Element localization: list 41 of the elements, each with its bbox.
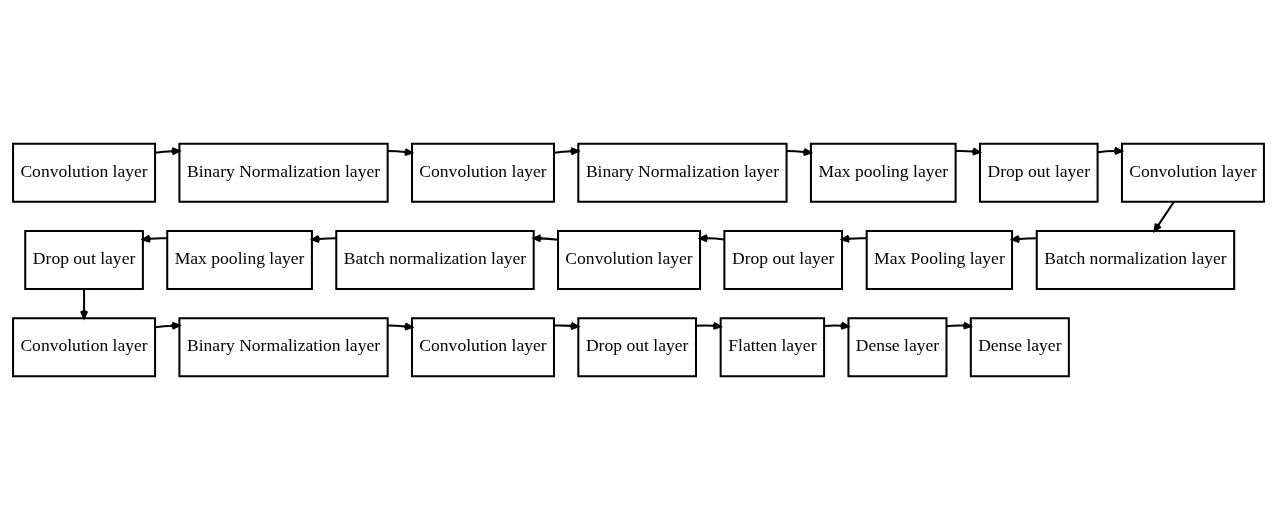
arrow bbox=[824, 321, 850, 330]
node-box: Max pooling layer bbox=[166, 229, 313, 290]
node-box: Binary Normalization layer bbox=[577, 142, 788, 203]
arrow bbox=[80, 288, 89, 319]
node-box: Convolution layer bbox=[557, 229, 702, 290]
node-box: Binary Normalization layer bbox=[178, 316, 389, 377]
arrow bbox=[553, 146, 580, 155]
node-box: Flatten layer bbox=[719, 316, 826, 377]
node-box: Convolution layer bbox=[410, 316, 555, 377]
node-box: Drop out layer bbox=[723, 229, 844, 290]
node-box: Dense layer bbox=[847, 316, 948, 377]
arrow bbox=[786, 147, 812, 156]
node-box: Drop out layer bbox=[978, 142, 1099, 203]
node-box: Convolution layer bbox=[12, 316, 157, 377]
node-box: Batch normalization layer bbox=[1035, 229, 1236, 290]
arrow bbox=[955, 146, 981, 156]
arrow bbox=[1097, 146, 1123, 155]
arrow bbox=[1011, 234, 1037, 243]
node-box: Drop out layer bbox=[577, 316, 697, 377]
arrow bbox=[554, 321, 580, 330]
arrow bbox=[155, 321, 181, 330]
node-box: Convolution layer bbox=[12, 142, 157, 203]
node-box: Drop out layer bbox=[24, 229, 144, 290]
node-box: Binary Normalization layer bbox=[178, 142, 389, 203]
arrow bbox=[841, 234, 867, 243]
node-box: Convolution layer bbox=[410, 142, 555, 203]
node-box: Max pooling layer bbox=[809, 142, 957, 203]
node-box: Batch normalization layer bbox=[335, 229, 535, 290]
arrow bbox=[946, 321, 972, 330]
node-box: Max Pooling layer bbox=[865, 229, 1014, 290]
arrow bbox=[155, 146, 181, 155]
arrow bbox=[696, 321, 722, 330]
arrow bbox=[387, 147, 413, 156]
node-box: Convolution layer bbox=[1120, 142, 1265, 203]
arrow bbox=[1153, 201, 1175, 232]
arrow bbox=[699, 233, 725, 242]
arrow bbox=[387, 321, 413, 330]
arrow bbox=[311, 234, 337, 243]
arrow bbox=[141, 234, 168, 243]
node-box: Dense layer bbox=[969, 316, 1070, 377]
arrow bbox=[532, 233, 559, 242]
